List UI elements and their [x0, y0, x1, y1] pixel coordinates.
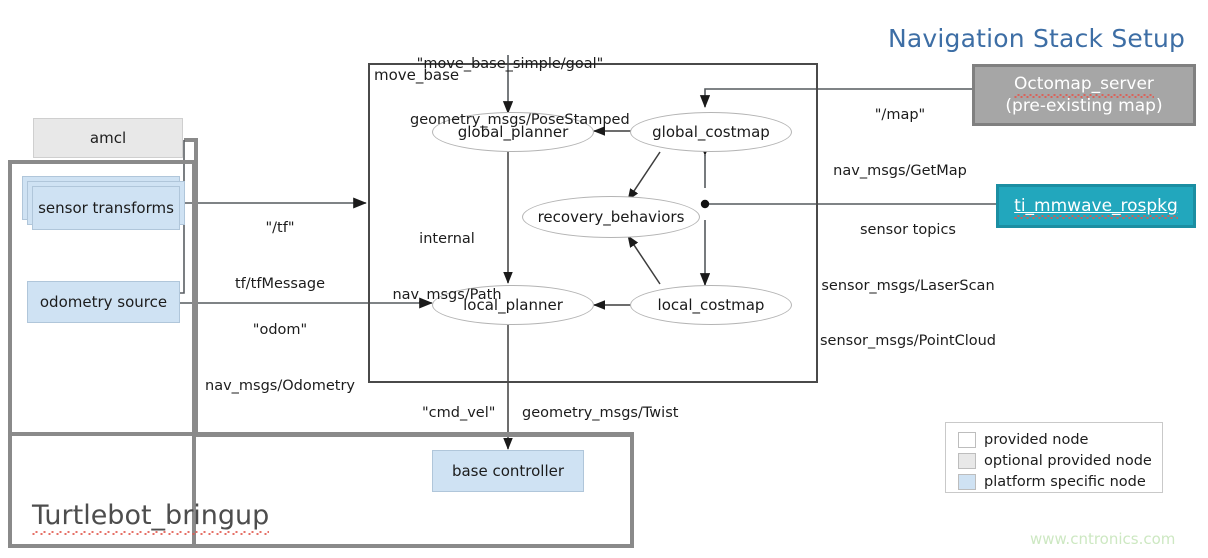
node-global-planner[interactable]: global_planner [432, 112, 594, 152]
edge-label-internal: internal nav_msgs/Path [385, 193, 509, 341]
edge-label-goal-type: geometry_msgs/PoseStamped [410, 111, 630, 128]
node-octomap-server-label-line1: Octomap_server [1014, 73, 1154, 99]
node-global-planner-label: global_planner [457, 123, 569, 141]
move-base-frame [368, 63, 818, 383]
edge-label-odom-topic: "odom" [252, 322, 308, 339]
node-ti-mmwave-rospkg[interactable]: ti_mmwave_rospkg [996, 184, 1196, 228]
turtlebot-bringup-label-text: Turtlebot_bringup [32, 500, 270, 536]
edge-label-tf-type: tf/tfMessage [234, 275, 326, 292]
watermark: www.cntronics.com [1030, 530, 1176, 548]
node-sensor-transforms[interactable]: sensor transforms [32, 186, 180, 230]
legend-item-platform-specific-node: platform specific node [958, 471, 1152, 492]
node-amcl-label: amcl [89, 129, 127, 147]
node-ti-mmwave-rospkg-label: ti_mmwave_rospkg [1014, 196, 1178, 219]
node-local-planner-label: local_planner [463, 296, 563, 314]
edge-label-cmd-vel-type: geometry_msgs/Twist [522, 405, 679, 421]
node-base-controller[interactable]: base controller [432, 450, 584, 492]
node-global-costmap-label: global_costmap [652, 123, 770, 141]
node-base-controller-label: base controller [451, 462, 565, 480]
edge-label-goal: "move_base_simple/goal" geometry_msgs/Po… [410, 18, 630, 166]
legend-swatch-platform-specific-node [958, 473, 976, 490]
edge-label-sensor-type-1: sensor_msgs/LaserScan [821, 277, 995, 294]
edge-label-map-topic: "/map" [874, 107, 926, 124]
turtlebot-bringup-frame-label: Turtlebot_bringup [32, 500, 270, 536]
edge-label-odom: "odom" nav_msgs/Odometry [200, 284, 360, 432]
legend-swatch-optional-provided-node [958, 452, 976, 469]
node-recovery-behaviors[interactable]: recovery_behaviors [522, 196, 700, 238]
edge-label-cmd-vel-topic: "cmd_vel" [422, 405, 496, 421]
node-local-planner[interactable]: local_planner [432, 285, 594, 325]
node-odometry-source[interactable]: odometry source [27, 281, 180, 323]
page-title: Navigation Stack Setup [888, 24, 1186, 53]
edge-label-tf-topic: "/tf" [265, 220, 295, 237]
move-base-frame-label: move_base [374, 66, 460, 84]
legend: provided node optional provided node pla… [945, 422, 1163, 493]
legend-label-platform-specific-node: platform specific node [984, 473, 1146, 490]
edge-label-internal-topic: internal [419, 231, 475, 248]
legend-item-optional-provided-node: optional provided node [958, 450, 1152, 471]
edge-label-odom-type: nav_msgs/Odometry [205, 377, 355, 394]
turtlebot-frame-joint-mask [12, 436, 192, 544]
turtlebot-bringup-frame-bottom [8, 432, 634, 548]
node-global-costmap[interactable]: global_costmap [630, 112, 792, 152]
edge-label-map: "/map" nav_msgs/GetMap [826, 69, 974, 217]
node-octomap-server-label-line2: (pre-existing map) [1005, 96, 1163, 116]
legend-label-provided-node: provided node [984, 431, 1089, 448]
legend-item-provided-node: provided node [958, 429, 1152, 450]
node-sensor-transforms-label: sensor transforms [38, 199, 174, 217]
edge-label-sensor-type-2: sensor_msgs/PointCloud [819, 333, 997, 350]
edge-label-tf: "/tf" tf/tfMessage [210, 182, 350, 330]
edge-label-map-type: nav_msgs/GetMap [833, 162, 967, 179]
node-odometry-source-label: odometry source [39, 293, 168, 311]
edge-label-goal-topic: "move_base_simple/goal" [416, 56, 604, 73]
legend-label-optional-provided-node: optional provided node [984, 452, 1152, 469]
node-local-costmap[interactable]: local_costmap [630, 285, 792, 325]
edge-label-internal-type: nav_msgs/Path [392, 286, 502, 303]
node-local-costmap-label: local_costmap [657, 296, 765, 314]
edge-label-sensor-topics: sensor topics sensor_msgs/LaserScan sens… [818, 184, 998, 388]
node-recovery-behaviors-label: recovery_behaviors [537, 208, 685, 226]
node-octomap-server[interactable]: Octomap_server (pre-existing map) [972, 64, 1196, 126]
legend-swatch-provided-node [958, 431, 976, 448]
edge-label-sensor-topics-title: sensor topics [860, 222, 956, 239]
node-amcl[interactable]: amcl [33, 118, 183, 158]
